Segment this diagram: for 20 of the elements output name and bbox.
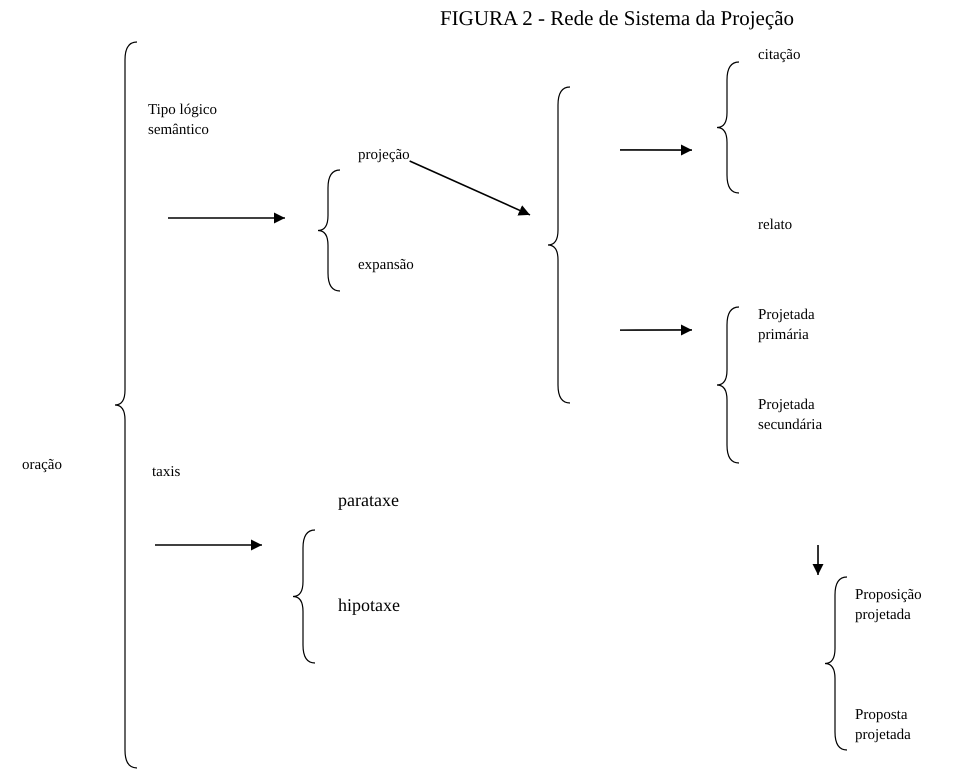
option-label: taxis: [152, 463, 180, 482]
option-label: expansão: [358, 256, 414, 275]
figure-title: FIGURA 2 - Rede de Sistema da Projeção: [440, 6, 794, 31]
option-label: Proposta projetada: [855, 706, 912, 745]
option-label: Projetada secundária: [758, 396, 824, 435]
arrow: [620, 144, 692, 156]
option-label: relato: [758, 216, 792, 235]
option-label: projeção: [358, 146, 410, 165]
option-label: Projetada primária: [758, 306, 816, 345]
arrow: [812, 545, 824, 575]
option-label: hipotaxe: [338, 595, 400, 615]
arrow: [620, 324, 692, 336]
arrow: [168, 212, 285, 224]
option-label: parataxe: [338, 490, 399, 510]
option-label: oração: [22, 456, 62, 475]
option-label: Proposição projetada: [855, 586, 923, 625]
arrow: [409, 160, 530, 216]
option-label: Tipo lógico semântico: [148, 101, 218, 140]
arrow: [155, 539, 262, 551]
option-label: citação: [758, 46, 800, 65]
